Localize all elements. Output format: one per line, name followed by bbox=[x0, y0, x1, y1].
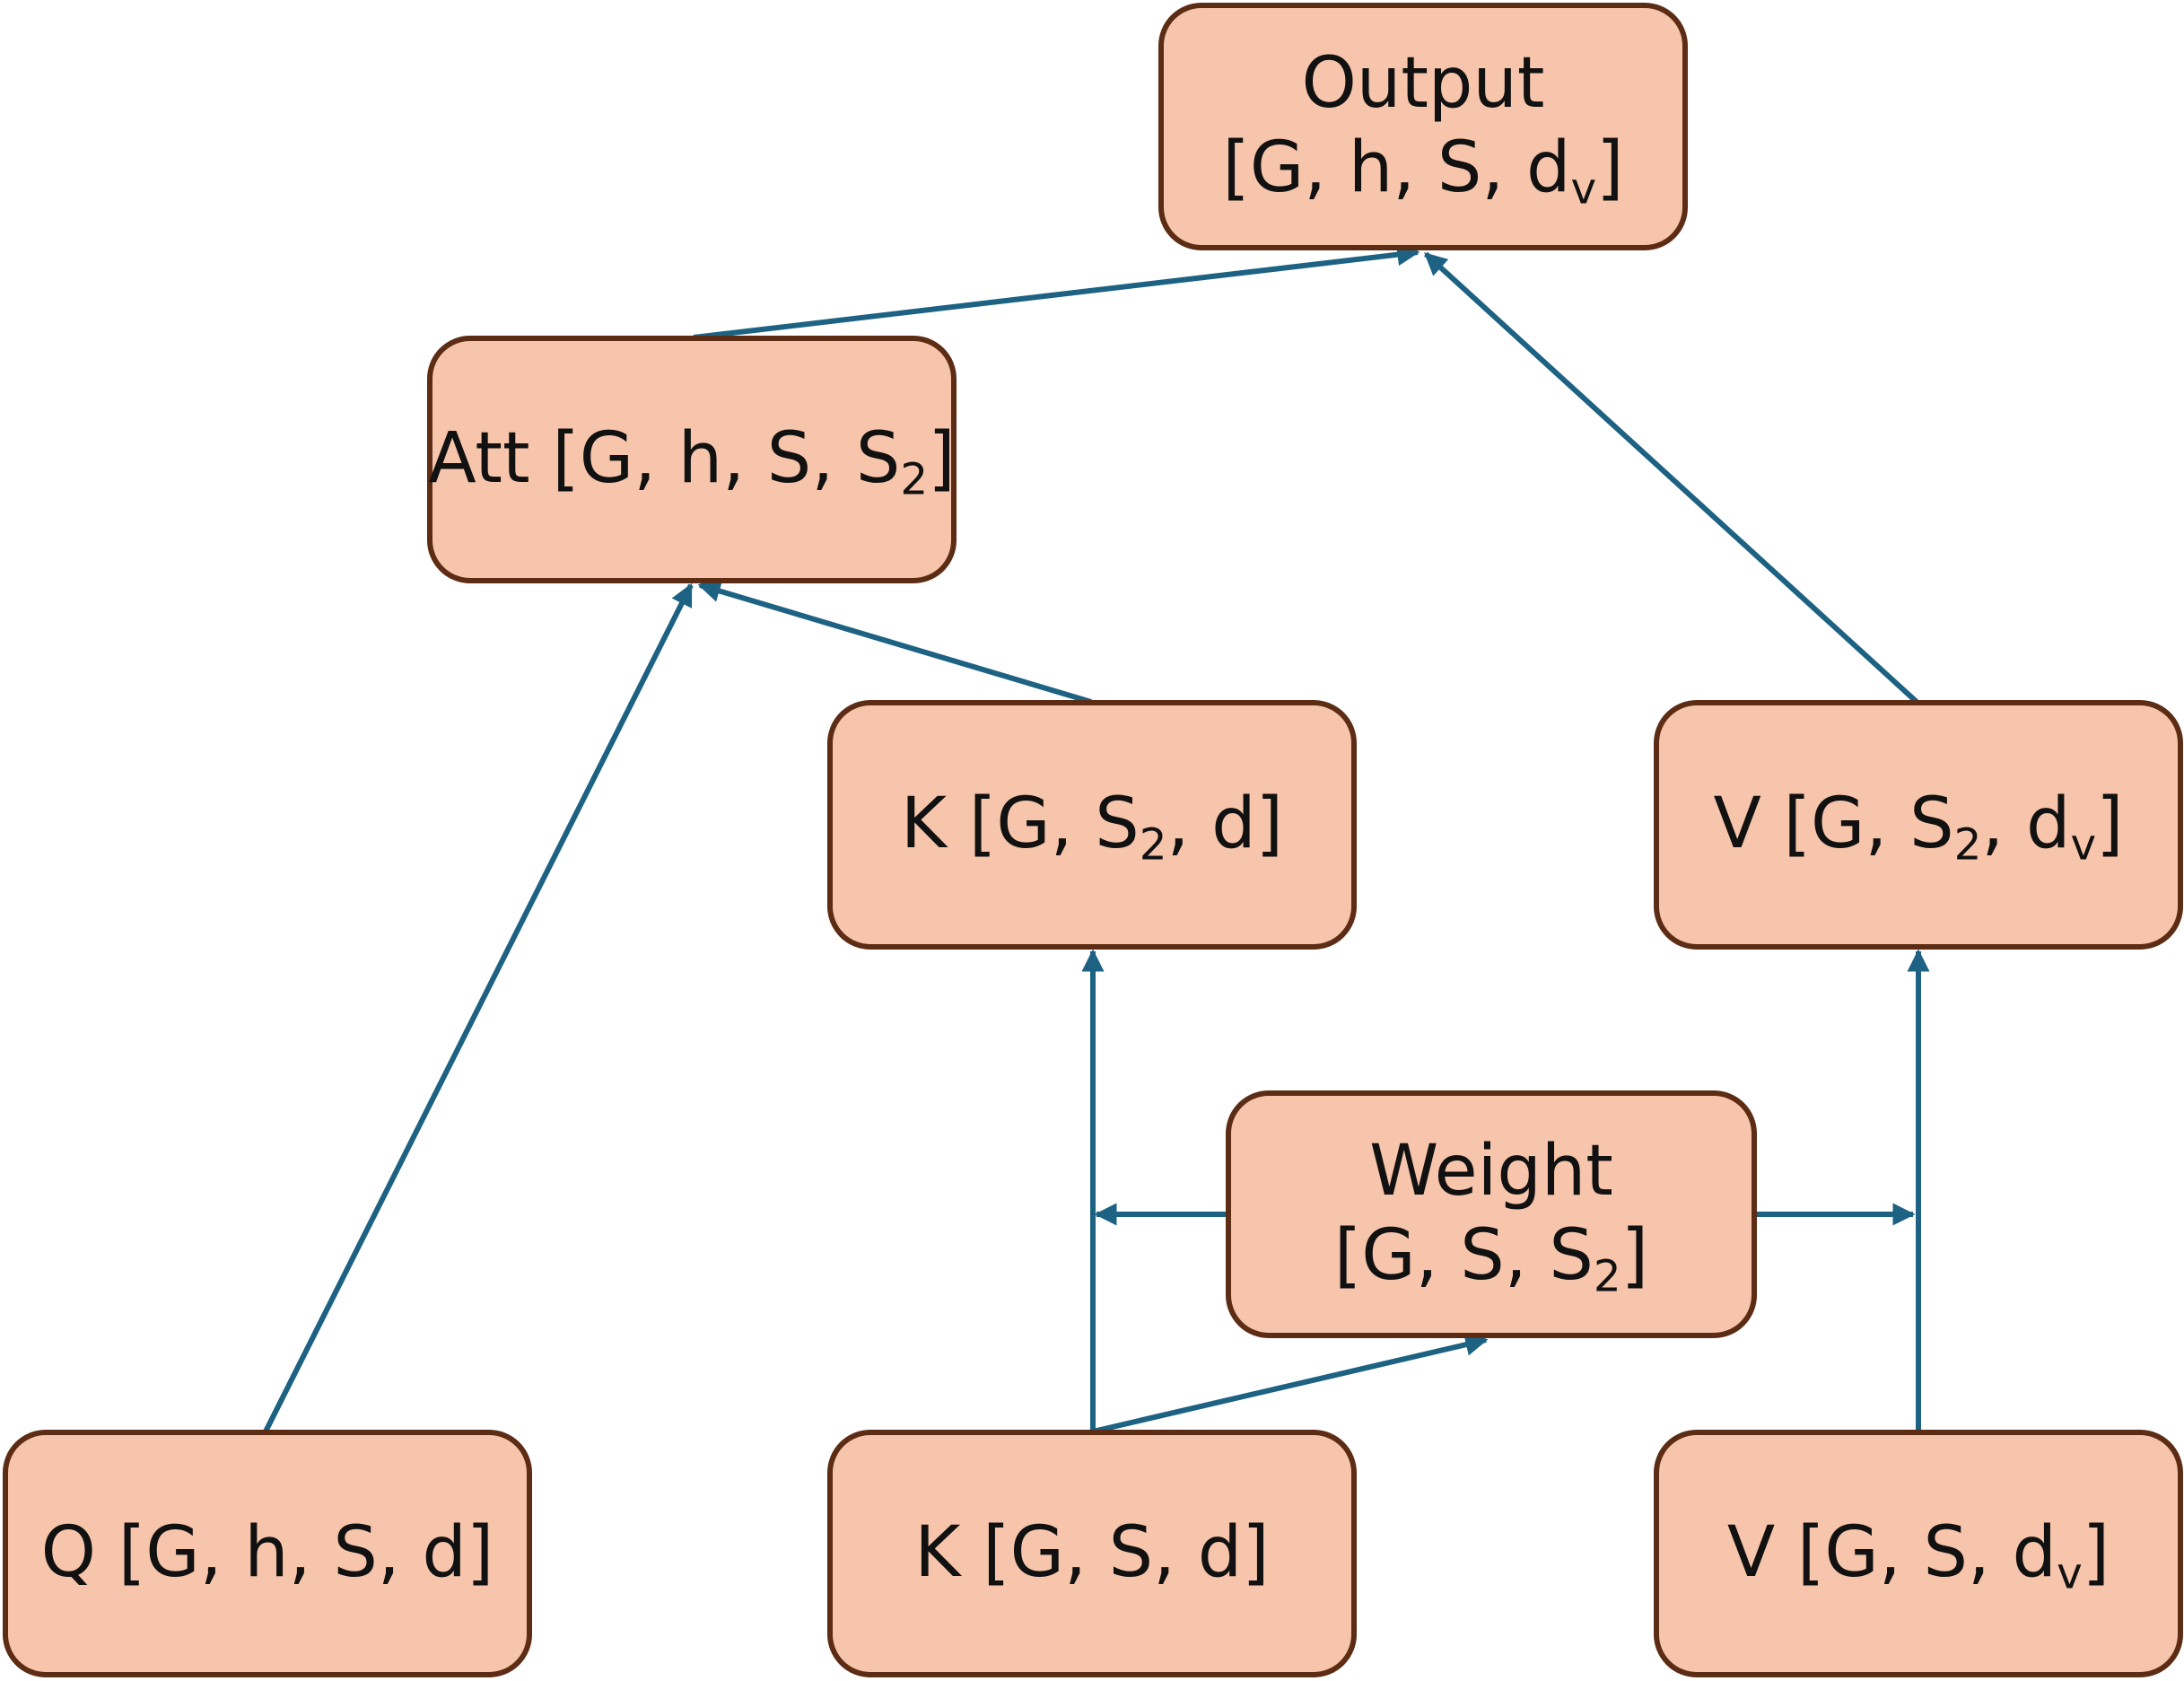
node-v-out: V [G, S2, dv] bbox=[1654, 700, 2183, 950]
node-weight-shape-suffix: ] bbox=[1621, 1215, 1649, 1296]
node-att-label: Att [G, h, S, S2] bbox=[428, 417, 955, 502]
node-output-shape: [G, h, S, dv] bbox=[1222, 127, 1623, 211]
node-att: Att [G, h, S, S2] bbox=[427, 336, 957, 583]
node-output-shape-suffix: ] bbox=[1596, 127, 1624, 208]
node-v-out-suffix: ] bbox=[2096, 784, 2124, 865]
node-output-shape-prefix: [G, h, S, d bbox=[1222, 127, 1571, 208]
node-v-in-label: V [G, S, dv] bbox=[1727, 1511, 2110, 1596]
node-v-out-label: V [G, S2, dv] bbox=[1713, 783, 2123, 867]
node-k-out-suffix: , d] bbox=[1166, 784, 1284, 865]
node-v-in-prefix: V [G, S, d bbox=[1726, 1512, 2057, 1594]
node-output-shape-sub: v bbox=[1570, 163, 1597, 215]
node-k-out-prefix: K [G, S bbox=[900, 784, 1140, 865]
node-weight: Weight [G, S, S2] bbox=[1226, 1090, 1757, 1338]
node-att-prefix: Att [G, h, S, S bbox=[428, 418, 901, 500]
node-k-in-label: K [G, S, d] bbox=[914, 1512, 1270, 1594]
node-weight-shape: [G, S, S2] bbox=[1334, 1214, 1648, 1299]
node-weight-title: Weight bbox=[1369, 1131, 1613, 1213]
node-weight-shape-sub: 2 bbox=[1593, 1251, 1621, 1302]
node-q-in-label: Q [G, h, S, d] bbox=[40, 1512, 494, 1594]
node-v-out-sub2: v bbox=[2070, 819, 2097, 871]
edge-v-out-to-output bbox=[1423, 251, 1919, 705]
edge-att-to-output bbox=[693, 243, 1420, 340]
node-q-in: Q [G, h, S, d] bbox=[3, 1430, 532, 1677]
edge-k-in-to-weight bbox=[1092, 1333, 1489, 1434]
node-v-in-suffix: ] bbox=[2082, 1512, 2110, 1594]
node-k-out-sub: 2 bbox=[1139, 819, 1167, 871]
node-output-title: Output bbox=[1301, 43, 1545, 125]
node-weight-shape-prefix: [G, S, S bbox=[1333, 1215, 1594, 1296]
edge-k-out-to-att bbox=[697, 580, 1092, 705]
node-v-in-sub: v bbox=[2057, 1548, 2083, 1599]
node-k-out: K [G, S2, d] bbox=[827, 700, 1357, 950]
edge-q-in-to-att bbox=[263, 582, 694, 1433]
node-att-suffix: ] bbox=[928, 418, 956, 500]
node-v-out-mid: , d bbox=[1981, 784, 2071, 865]
node-att-sub: 2 bbox=[900, 454, 929, 505]
node-k-in: K [G, S, d] bbox=[827, 1430, 1357, 1677]
node-v-out-prefix: V [G, S bbox=[1713, 784, 1954, 865]
node-k-out-label: K [G, S2, d] bbox=[901, 783, 1283, 867]
node-v-in: V [G, S, dv] bbox=[1654, 1430, 2183, 1677]
node-output: Output [G, h, S, dv] bbox=[1158, 3, 1688, 250]
node-v-out-sub: 2 bbox=[1953, 819, 1982, 871]
